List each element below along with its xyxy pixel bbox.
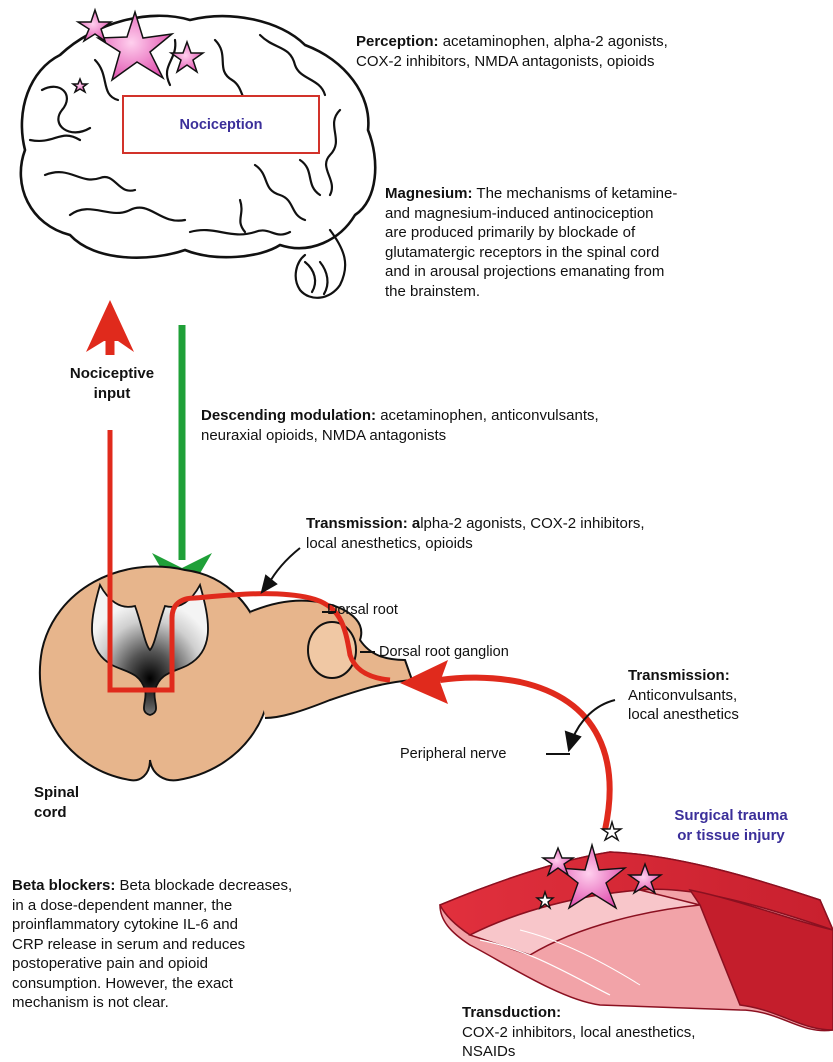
perception-text: Perception: acetaminophen, alpha-2 agoni…: [356, 32, 826, 71]
transmission-top-text: Transmission: alpha-2 agonists, COX-2 in…: [306, 514, 826, 553]
surgical-trauma-label: Surgical trauma or tissue injury: [636, 806, 826, 845]
nociceptive-input-label: Nociceptive input: [48, 364, 176, 403]
spinal-cord-drawing: [40, 567, 412, 781]
transmission-top-heading: Transmission: a: [306, 515, 420, 532]
brain-stars: [73, 10, 203, 92]
transmission-right-heading: Transmission:: [628, 667, 730, 684]
descending-modulation-text: Descending modulation: acetaminophen, an…: [201, 406, 801, 445]
dorsal-root-label: Dorsal root: [327, 601, 398, 619]
perception-line1: acetaminophen, alpha-2 agonists,: [443, 33, 668, 50]
brain-drawing: [21, 16, 375, 298]
descending-heading: Descending modulation:: [201, 407, 376, 424]
transduction-heading: Transduction:: [462, 1004, 561, 1021]
spinal-cord-label: Spinal cord: [34, 783, 79, 822]
dorsal-root-ganglion-label: Dorsal root ganglion: [379, 643, 509, 661]
peripheral-nerve-label: Peripheral nerve: [400, 745, 506, 763]
tiny-star-icon: [73, 79, 87, 92]
perception-heading: Perception:: [356, 33, 439, 50]
nociception-label: Nociception: [123, 116, 319, 134]
beta-blockers-text: Beta blockers: Beta blockade decreases, …: [12, 876, 372, 1013]
transduction-text: Transduction: COX-2 inhibitors, local an…: [462, 1003, 822, 1062]
magnesium-heading: Magnesium:: [385, 185, 473, 202]
beta-heading: Beta blockers:: [12, 877, 115, 894]
perception-line2: COX-2 inhibitors, NMDA antagonists, opio…: [356, 53, 654, 70]
transmission-right-text: Transmission: Anticonvulsants, local ane…: [628, 666, 828, 725]
magnesium-text: Magnesium: The mechanisms of ketamine- a…: [385, 184, 825, 301]
